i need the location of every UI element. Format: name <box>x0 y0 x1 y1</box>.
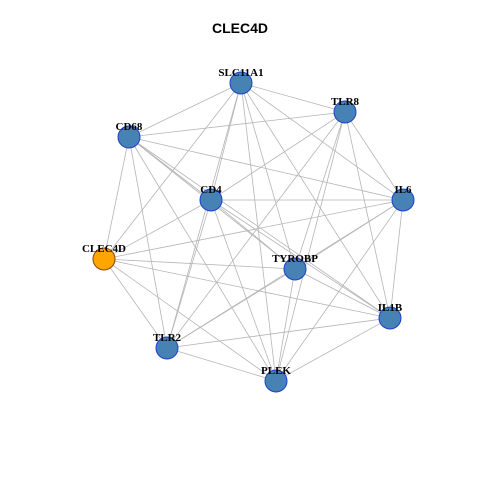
edge-cd68-il6 <box>128 136 404 201</box>
edge-cd4-plek <box>210 199 277 382</box>
edge-cd4-tlr2 <box>166 199 212 349</box>
edge-il1b-tlr2 <box>166 317 391 349</box>
edge-slc11a1-tyrobp <box>240 82 296 270</box>
node-slc11a1: SLC11A1 <box>218 67 264 95</box>
node-circle-tyrobp <box>283 257 307 281</box>
edge-cd68-plek <box>128 136 277 382</box>
edge-tyrobp-il1b <box>294 268 391 319</box>
node-tyrobp: TYROBP <box>272 253 318 281</box>
edge-slc11a1-tlr8 <box>240 82 346 113</box>
node-cd68: CD68 <box>116 121 143 149</box>
edge-slc11a1-il1b <box>240 82 391 319</box>
edge-tlr8-cd68 <box>128 111 346 138</box>
node-circle-cd4 <box>199 188 223 212</box>
node-plek: PLEK <box>261 365 291 393</box>
edge-slc11a1-cd68 <box>128 82 242 138</box>
node-circle-slc11a1 <box>229 71 253 95</box>
edge-il6-plek <box>275 199 404 382</box>
node-il6: IL6 <box>391 184 415 212</box>
edge-slc11a1-cd4 <box>210 82 242 201</box>
node-circle-tlr8 <box>333 100 357 124</box>
node-label-slc11a1: SLC11A1 <box>218 67 263 79</box>
node-label-il1b: IL1B <box>378 302 403 314</box>
edge-il6-clec4d <box>103 199 404 260</box>
node-label-tlr8: TLR8 <box>331 96 360 108</box>
node-label-cd4: CD4 <box>200 184 222 196</box>
edge-tlr8-il6 <box>344 111 404 201</box>
node-circle-tlr2 <box>155 336 179 360</box>
edge-clec4d-plek <box>103 258 277 382</box>
edge-tlr2-plek <box>166 347 277 382</box>
edge-cd68-tlr2 <box>128 136 168 349</box>
edge-layer <box>103 82 404 382</box>
edge-tlr8-cd4 <box>210 111 346 201</box>
node-label-tlr2: TLR2 <box>153 332 182 344</box>
edge-clec4d-tlr2 <box>103 258 168 349</box>
edge-il1b-plek <box>275 317 391 382</box>
node-label-cd68: CD68 <box>116 121 143 133</box>
edge-tlr8-plek <box>275 111 346 382</box>
edge-tyrobp-tlr2 <box>166 268 296 349</box>
edge-slc11a1-plek <box>240 82 277 382</box>
edge-cd4-clec4d <box>103 199 212 260</box>
edge-tlr8-il1b <box>344 111 391 319</box>
node-label-clec4d: CLEC4D <box>82 243 126 255</box>
edge-slc11a1-clec4d <box>103 82 242 260</box>
node-il1b: IL1B <box>378 302 403 330</box>
node-cd4: CD4 <box>199 184 223 212</box>
edge-tyrobp-plek <box>275 268 296 382</box>
graph-title: CLEC4D <box>211 20 268 36</box>
node-circle-clec4d <box>92 247 116 271</box>
node-label-il6: IL6 <box>394 184 412 196</box>
edge-tlr8-tyrobp <box>294 111 346 270</box>
edge-cd68-il1b <box>128 136 391 319</box>
node-tlr2: TLR2 <box>153 332 182 360</box>
edge-clec4d-tyrobp <box>103 258 296 270</box>
edge-il6-il1b <box>389 199 404 319</box>
node-label-plek: PLEK <box>261 365 291 377</box>
node-clec4d: CLEC4D <box>82 243 126 271</box>
edge-slc11a1-il6 <box>240 82 404 201</box>
edge-cd68-clec4d <box>103 136 130 260</box>
node-tlr8: TLR8 <box>331 96 360 124</box>
edge-cd4-tyrobp <box>210 199 296 270</box>
edge-slc11a1-tlr2 <box>166 82 242 349</box>
node-label-tyrobp: TYROBP <box>272 253 318 265</box>
node-circle-il6 <box>391 188 415 212</box>
edge-clec4d-il1b <box>103 258 391 319</box>
node-circle-plek <box>264 369 288 393</box>
node-circle-cd68 <box>117 125 141 149</box>
node-circle-il1b <box>378 306 402 330</box>
